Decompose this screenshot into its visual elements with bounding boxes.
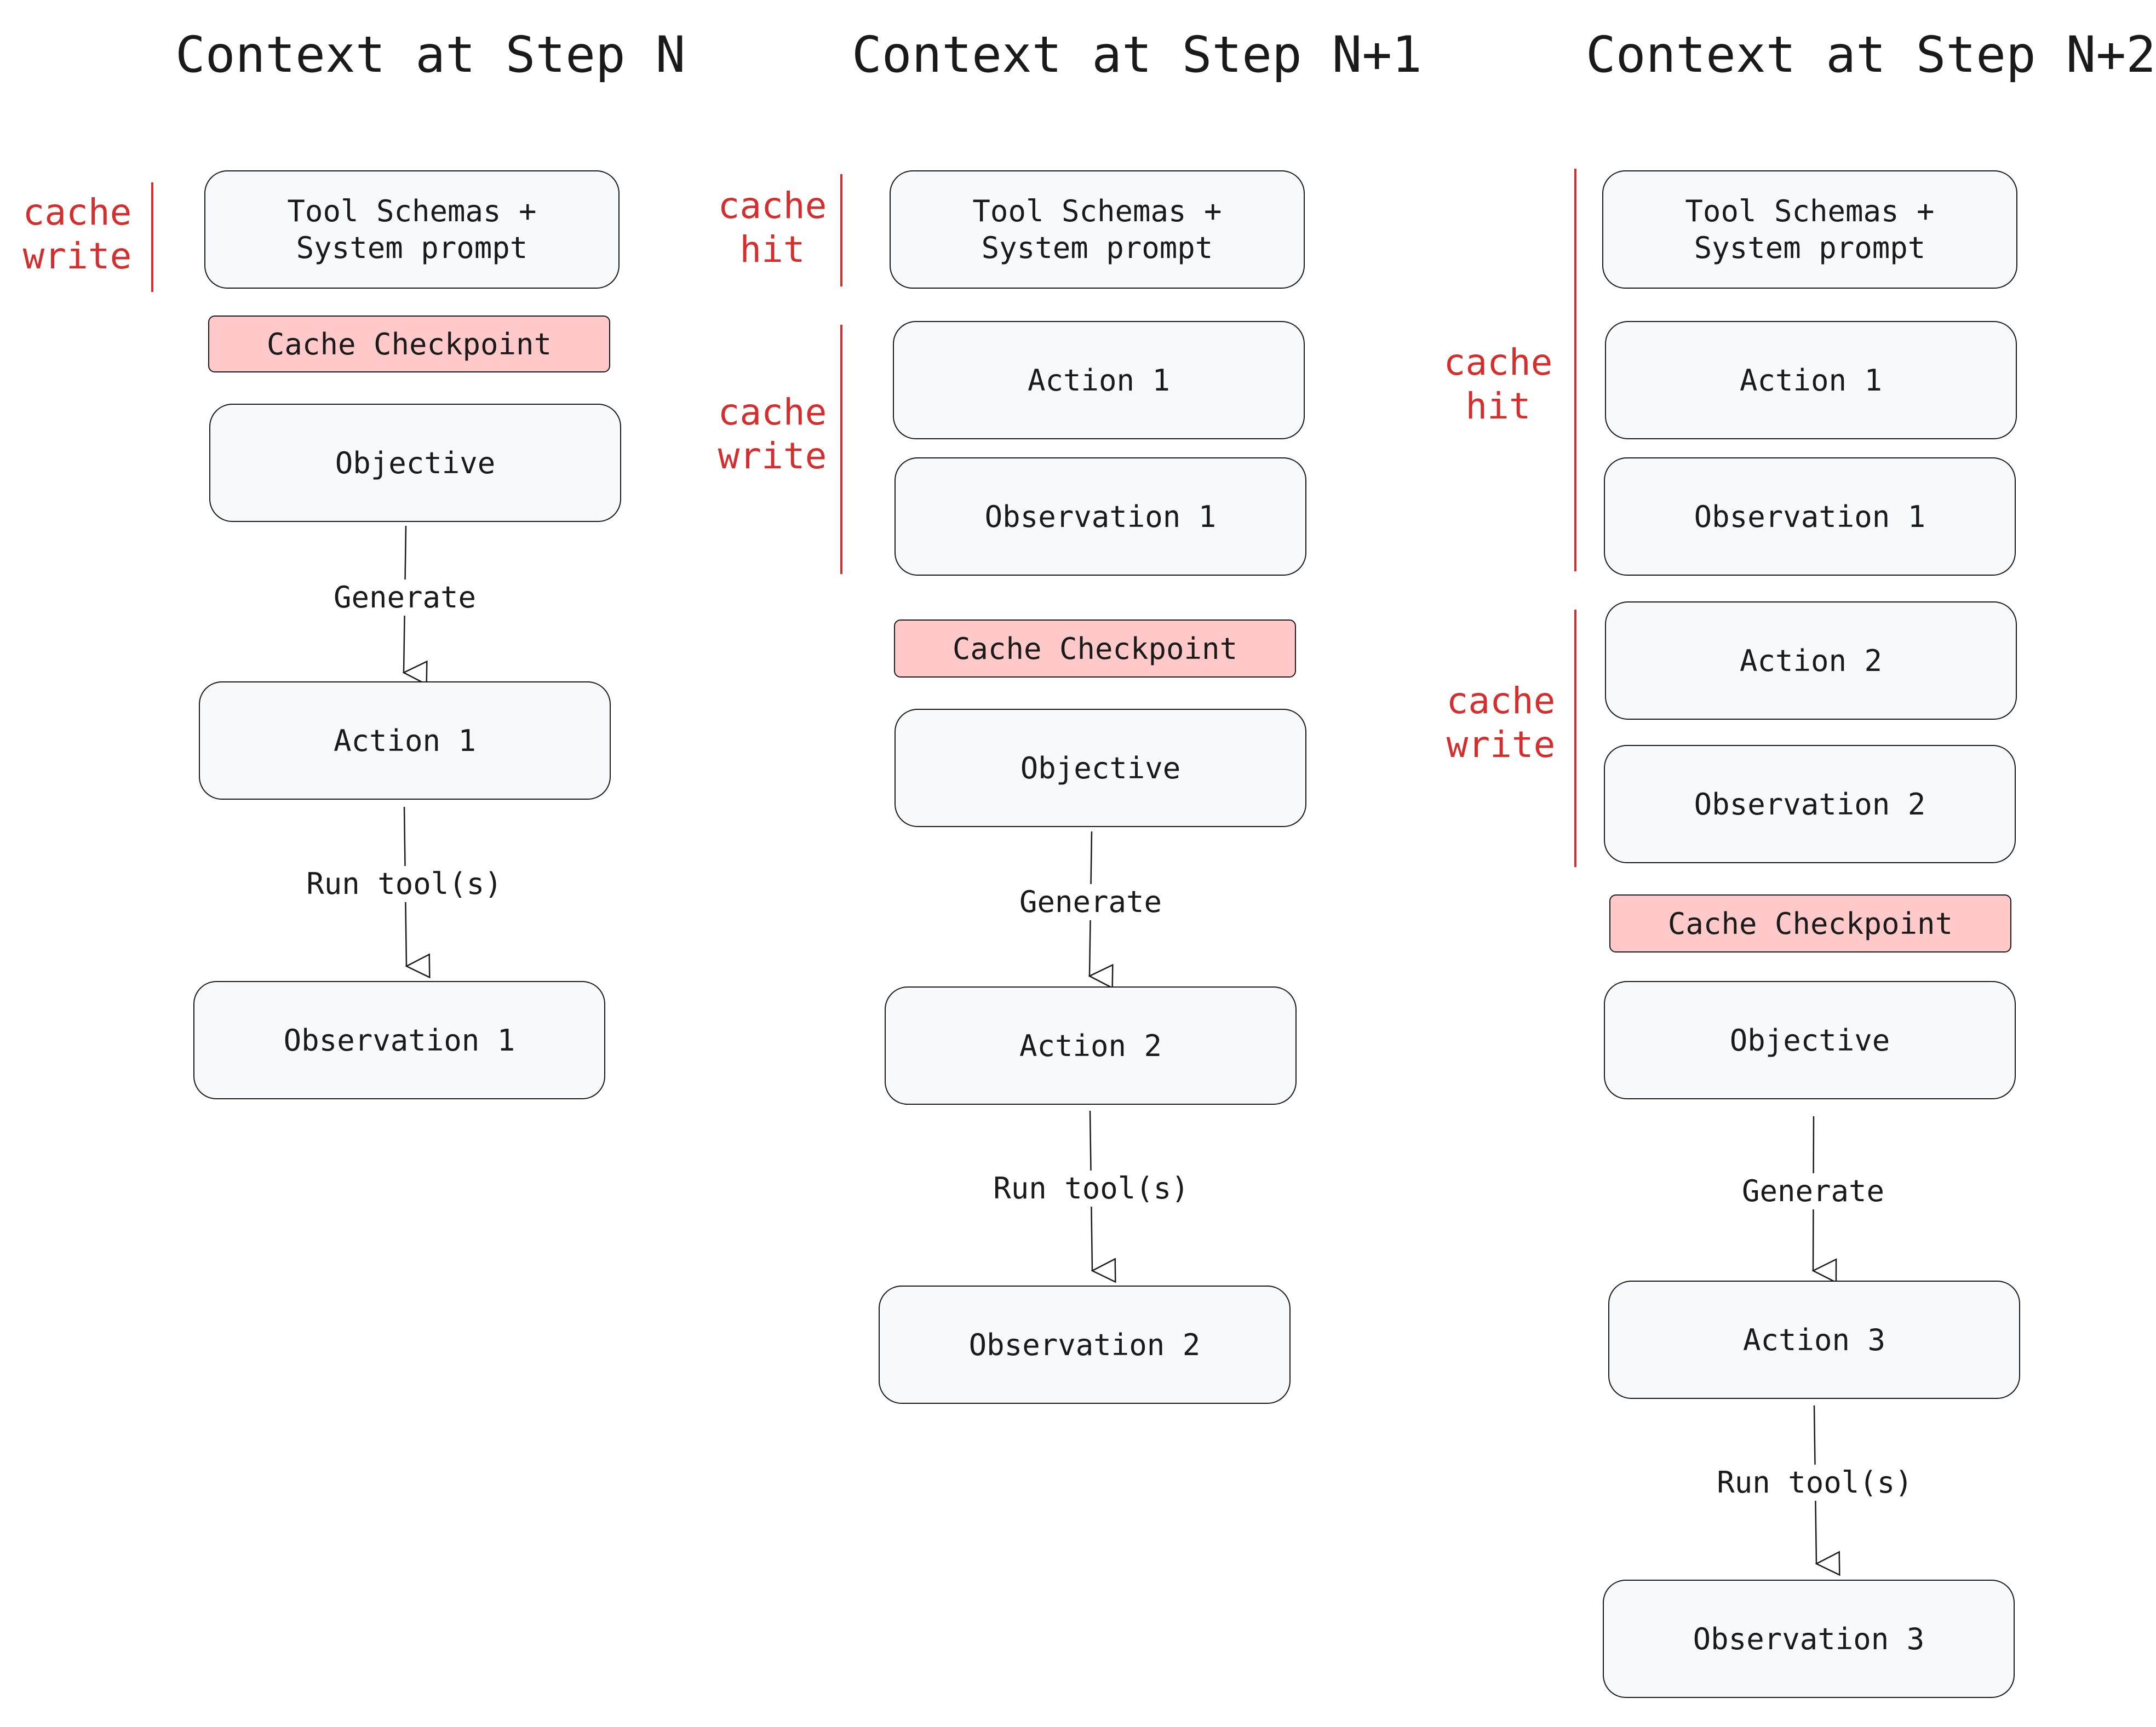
edge-label-run-tools: Run tool(s) [304, 866, 504, 902]
observation-node: Observation 1 [894, 457, 1306, 576]
edge-label-run-tools: Run tool(s) [991, 1171, 1191, 1207]
action-node: Action 1 [893, 321, 1305, 439]
cache-label-write: cache write [718, 391, 827, 477]
column-title-step-n-plus-1: Context at Step N+1 [852, 26, 1422, 84]
cache-label-hit: cache hit [1443, 341, 1553, 427]
observation-node: Observation 2 [1604, 745, 2016, 863]
tool-schemas-system-prompt-node: Tool Schemas + System prompt [1602, 170, 2017, 289]
edge-label-generate: Generate [1017, 884, 1165, 920]
observation-node: Observation 1 [193, 981, 605, 1099]
cache-label-write: cache write [22, 191, 132, 277]
action-node: Action 1 [1605, 321, 2017, 439]
objective-node: Objective [1604, 981, 2016, 1099]
observation-node: Observation 2 [879, 1286, 1291, 1404]
column-title-step-n: Context at Step N [175, 26, 686, 84]
observation-node: Observation 3 [1603, 1580, 2015, 1698]
action-node: Action 2 [885, 986, 1297, 1105]
cache-label-hit: cache hit [718, 185, 827, 271]
cache-checkpoint: Cache Checkpoint [208, 315, 610, 372]
action-node: Action 1 [199, 681, 611, 800]
action-node: Action 3 [1608, 1281, 2020, 1399]
edge-label-run-tools: Run tool(s) [1715, 1465, 1915, 1501]
tool-schemas-system-prompt-node: Tool Schemas + System prompt [204, 170, 620, 289]
cache-checkpoint: Cache Checkpoint [894, 619, 1296, 678]
action-node: Action 2 [1605, 601, 2017, 720]
observation-node: Observation 1 [1604, 457, 2016, 576]
edge-label-generate: Generate [1739, 1173, 1887, 1209]
tool-schemas-system-prompt-node: Tool Schemas + System prompt [890, 170, 1305, 289]
cache-checkpoint: Cache Checkpoint [1609, 894, 2011, 953]
column-title-step-n-plus-2: Context at Step N+2 [1586, 26, 2156, 84]
objective-node: Objective [209, 404, 621, 522]
cache-label-write: cache write [1446, 680, 1556, 766]
objective-node: Objective [894, 709, 1306, 827]
edge-label-generate: Generate [331, 580, 479, 616]
